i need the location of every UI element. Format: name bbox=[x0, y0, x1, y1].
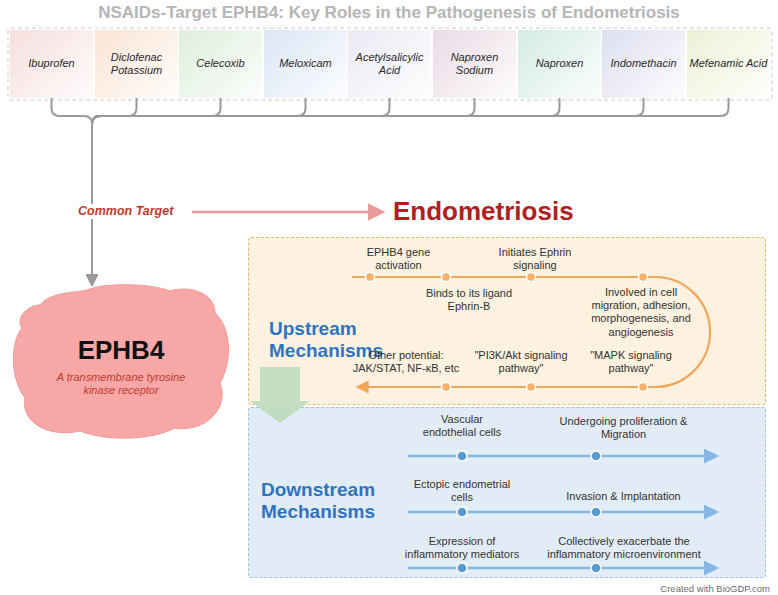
drug-tile: Naproxen bbox=[518, 30, 601, 98]
receptor-name: EPHB4 bbox=[10, 335, 232, 366]
drug-name: Acetylsalicylic Acid bbox=[350, 51, 429, 77]
drug-name: Meloxicam bbox=[279, 57, 332, 70]
drug-tile: Indomethacin bbox=[602, 30, 685, 98]
step-text: Binds to its ligand Ephrin-B bbox=[419, 287, 519, 313]
drug-tile: Mefenamic Acid bbox=[687, 30, 770, 98]
step-text: Vascular endothelial cells bbox=[413, 413, 511, 439]
drug-tile: Naproxen Sodium bbox=[433, 30, 516, 98]
step-text: EPHB4 gene activation bbox=[351, 246, 446, 272]
step-text: Other potential: JAK/STAT, NF-κB, etc bbox=[345, 349, 467, 375]
step-text: Collectively exacerbate the inflammatory… bbox=[539, 535, 709, 561]
diagram-title: NSAIDs-Target EPHB4: Key Roles in the Pa… bbox=[0, 3, 778, 23]
drug-name: Indomethacin bbox=[610, 57, 676, 70]
target-bracket-line bbox=[52, 98, 93, 284]
step-text: Initiates Ephrin signaling bbox=[485, 246, 585, 272]
target-arrow bbox=[192, 211, 382, 214]
credit-note: Created with BioGDP.com bbox=[660, 583, 770, 594]
step-text: "PI3K/Akt signaling pathway" bbox=[467, 349, 575, 375]
drug-strip-frame bbox=[8, 28, 772, 100]
target-label: Common Target bbox=[76, 204, 175, 219]
disease-label: Endometriosis bbox=[393, 196, 574, 227]
drug-tile: Diclofenac Potassium bbox=[95, 30, 178, 98]
drug-name: Celecoxib bbox=[196, 57, 244, 70]
drug-name: Ibuprofen bbox=[28, 57, 74, 70]
step-text: Involved in cell migration, adhesion, mo… bbox=[581, 286, 701, 339]
step-text: Ectopic endometrial cells bbox=[413, 478, 511, 504]
drug-name: Naproxen Sodium bbox=[435, 51, 514, 77]
mechanism-panel: Downstream Mechanisms Vascular endothelia… bbox=[248, 407, 766, 578]
drug-name: Naproxen bbox=[536, 57, 584, 70]
step-text: Expression of inflammatory mediators bbox=[399, 535, 525, 561]
drug-tile: Ibuprofen bbox=[10, 30, 93, 98]
step-text: Invasion & Implantation bbox=[546, 490, 701, 503]
target-bracket-line bbox=[92, 98, 137, 284]
receptor-description: A transmembrane tyrosine kinase receptor bbox=[55, 371, 187, 397]
panel-heading: Downstream Mechanisms bbox=[261, 479, 401, 523]
drug-tile: Meloxicam bbox=[264, 30, 347, 98]
drug-name: Diclofenac Potassium bbox=[97, 51, 176, 77]
step-text: "MAPK signaling pathway" bbox=[579, 349, 683, 375]
drug-tile: Acetylsalicylic Acid bbox=[348, 30, 431, 98]
target-bracket-line bbox=[92, 98, 644, 284]
target-bracket-line bbox=[92, 98, 221, 284]
mechanism-panel: Upstream MechanismsEPHB4 gene activation… bbox=[248, 237, 766, 405]
drug-tile: Celecoxib bbox=[179, 30, 262, 98]
receptor-shape: EPHB4 A transmembrane tyrosine kinase rec… bbox=[10, 283, 232, 440]
drug-name: Mefenamic Acid bbox=[690, 57, 768, 70]
step-text: Undergoing proliferation & Migration bbox=[546, 415, 701, 441]
